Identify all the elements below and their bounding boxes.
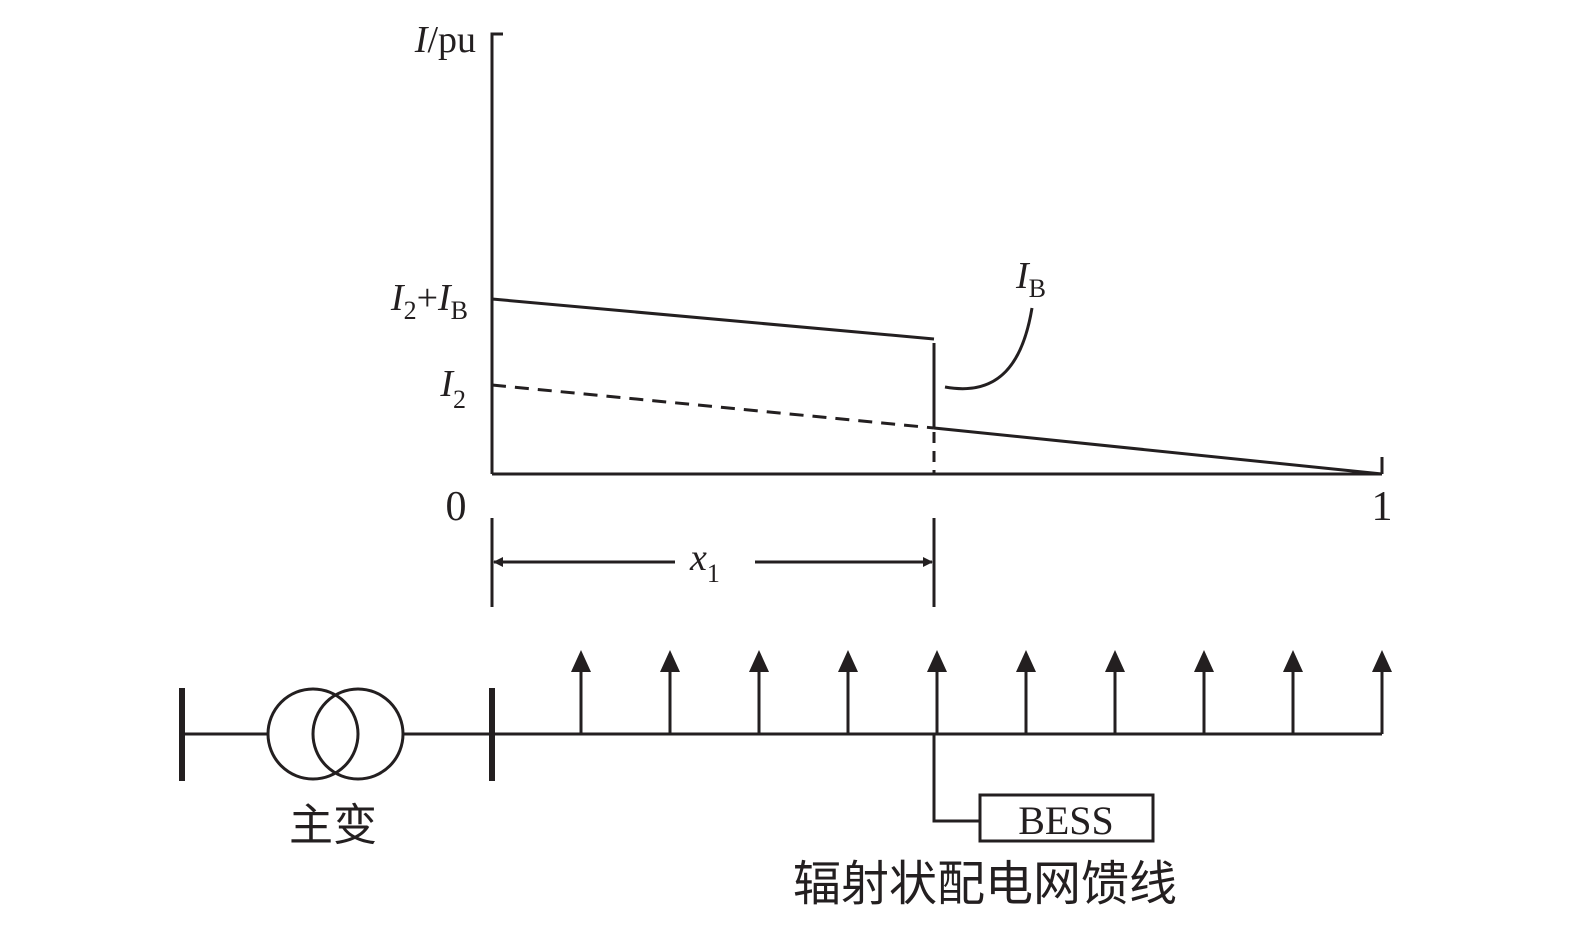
ib-callout-leader	[944, 307, 1034, 391]
feeder-loads	[571, 650, 1392, 734]
load-arrow	[838, 650, 858, 734]
load-arrow	[1105, 650, 1125, 734]
load-arrow	[1372, 650, 1392, 734]
ib-callout-label: IB	[1015, 255, 1046, 303]
load-arrow	[571, 650, 591, 734]
profile-without-bess-upstream	[491, 383, 935, 430]
x-axis	[492, 457, 1384, 476]
y-axis	[490, 32, 503, 474]
transformer-label: 主变	[289, 800, 377, 851]
load-arrow	[1194, 650, 1214, 734]
load-arrow	[1016, 650, 1036, 734]
load-arrow	[927, 650, 947, 734]
x-tick-label-origin: 0	[446, 484, 467, 530]
profile-downstream	[933, 426, 1383, 476]
dimension-label-x1: x1	[689, 537, 720, 588]
tick-label-i2-plus-ib: I2+IB	[390, 277, 468, 325]
feeder-caption: 辐射状配电网馈线	[793, 856, 1177, 912]
current-profile-plot: I/pu I2+IB I2 0 1 IB x1	[390, 19, 1393, 607]
transformer-icon	[266, 687, 405, 781]
bess-box	[978, 793, 1155, 843]
profile-with-bess-upstream	[491, 297, 935, 341]
load-arrow	[1283, 650, 1303, 734]
load-arrow	[749, 650, 769, 734]
tick-label-i2: I2	[439, 363, 466, 414]
feeder-single-line: 主变 BESS 辐射状配电网馈线	[179, 650, 1392, 912]
bess-connection-line	[932, 734, 980, 823]
bess-label: BESS	[1018, 798, 1114, 843]
y-axis-label: I/pu	[414, 19, 476, 61]
load-arrow	[660, 650, 680, 734]
x-tick-label-end: 1	[1372, 484, 1393, 530]
